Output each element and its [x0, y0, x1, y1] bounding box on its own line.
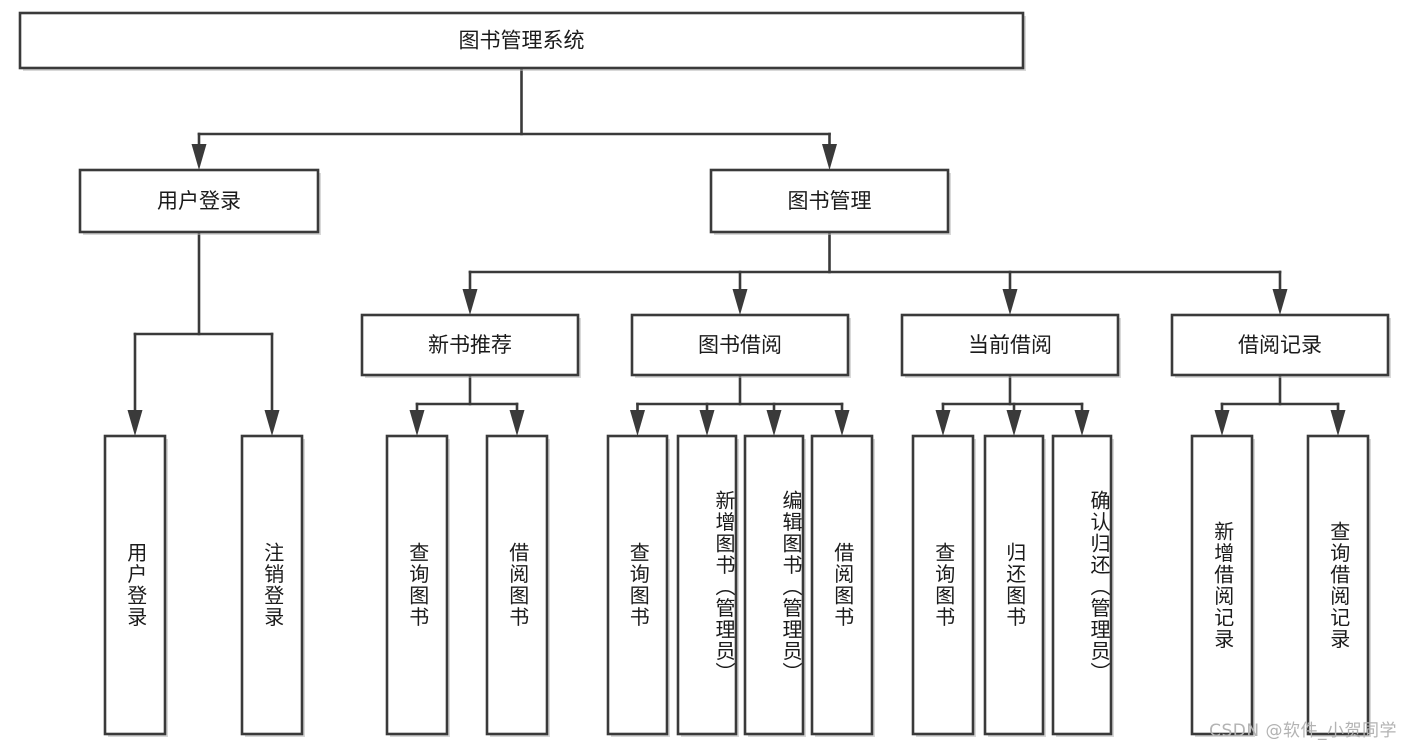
edge-group-currentborrow-to-leaves [935, 373, 1090, 436]
node-box[interactable] [606, 434, 669, 736]
node-label: 图书借阅 [698, 333, 782, 357]
arrow-head-icon [409, 410, 425, 436]
arrow-head-icon [630, 410, 645, 436]
node-label: 当前借阅 [968, 333, 1052, 357]
arrow-head-icon [732, 289, 748, 315]
node-leaf-borrow-book-2[interactable] [810, 434, 875, 737]
node-label: 新书推荐 [428, 333, 512, 357]
arrow-head-icon [766, 410, 782, 436]
node-new-book-rec[interactable]: 新书推荐 [360, 313, 581, 378]
arrow-head-icon [1214, 410, 1230, 436]
node-leaf-query-book-3[interactable] [911, 434, 976, 737]
node-box[interactable] [360, 313, 580, 377]
node-box[interactable] [810, 434, 874, 736]
node-borrow-record[interactable]: 借阅记录 [1170, 313, 1391, 378]
node-label: 用户登录 [157, 189, 241, 213]
node-box[interactable] [1170, 313, 1390, 377]
node-label: 图书管理 [788, 189, 872, 213]
arrow-head-icon [1330, 410, 1346, 436]
node-label: 图书管理系统 [459, 29, 585, 53]
node-box[interactable] [1306, 434, 1370, 736]
arrow-head-icon [191, 144, 207, 170]
node-leaf-logout[interactable] [240, 434, 305, 737]
edge-group-bookborrow-to-leaves [630, 373, 850, 436]
edge-group-root-to-level1 [191, 66, 837, 170]
node-book-borrow[interactable]: 图书借阅 [630, 313, 851, 378]
node-box[interactable] [676, 434, 738, 736]
node-box[interactable] [485, 434, 549, 736]
node-box[interactable] [1190, 434, 1254, 736]
node-box[interactable] [1051, 434, 1113, 736]
edge-group-userlogin-to-leaves [127, 230, 280, 436]
arrow-head-icon [1006, 410, 1022, 436]
arrow-head-icon [1002, 289, 1018, 315]
node-leaf-return-book[interactable] [983, 434, 1046, 737]
node-leaf-borrow-book-1[interactable] [485, 434, 550, 737]
arrow-head-icon [935, 410, 951, 436]
arrow-head-icon [462, 289, 478, 315]
watermark: CSDN @软件_小贺同学 [1209, 721, 1397, 741]
node-user-login[interactable]: 用户登录 [78, 168, 321, 235]
node-box[interactable] [900, 313, 1120, 377]
node-box[interactable] [743, 434, 805, 736]
node-leaf-add-record[interactable] [1190, 434, 1255, 737]
edge-group-borrowrecord-to-leaves [1214, 373, 1346, 436]
arrow-head-icon [1272, 289, 1288, 315]
node-current-borrow[interactable]: 当前借阅 [900, 313, 1121, 378]
node-box[interactable] [103, 434, 167, 736]
node-box[interactable] [630, 313, 850, 377]
node-root[interactable]: 图书管理系统 [18, 11, 1026, 71]
node-leaf-query-book-1[interactable] [385, 434, 450, 737]
node-box[interactable] [78, 168, 320, 234]
arrow-head-icon [822, 144, 837, 170]
node-leaf-query-record[interactable] [1306, 434, 1371, 737]
node-box[interactable] [385, 434, 449, 736]
node-box[interactable] [983, 434, 1045, 736]
node-box[interactable] [911, 434, 975, 736]
arrow-head-icon [1074, 410, 1090, 436]
arrow-head-icon [834, 410, 850, 436]
node-leaf-confirm-return[interactable] [1051, 434, 1114, 737]
arrow-head-icon [127, 410, 143, 436]
arrow-head-icon [699, 410, 715, 436]
arrow-head-icon [264, 410, 280, 436]
edge-layer [127, 66, 1346, 436]
node-leaf-user-login[interactable] [103, 434, 168, 737]
edge-group-bookmanage-to-level2 [462, 230, 1288, 315]
node-box[interactable] [240, 434, 304, 736]
node-box[interactable] [709, 168, 950, 234]
edge-group-newbookrec-to-leaves [409, 373, 525, 436]
node-leaf-add-book[interactable] [676, 434, 739, 737]
node-label: 借阅记录 [1238, 333, 1322, 357]
node-leaf-edit-book[interactable] [743, 434, 806, 737]
arrow-head-icon [509, 410, 525, 436]
node-book-manage[interactable]: 图书管理 [709, 168, 951, 235]
node-leaf-query-book-2[interactable] [606, 434, 670, 737]
node-box[interactable] [18, 11, 1025, 70]
